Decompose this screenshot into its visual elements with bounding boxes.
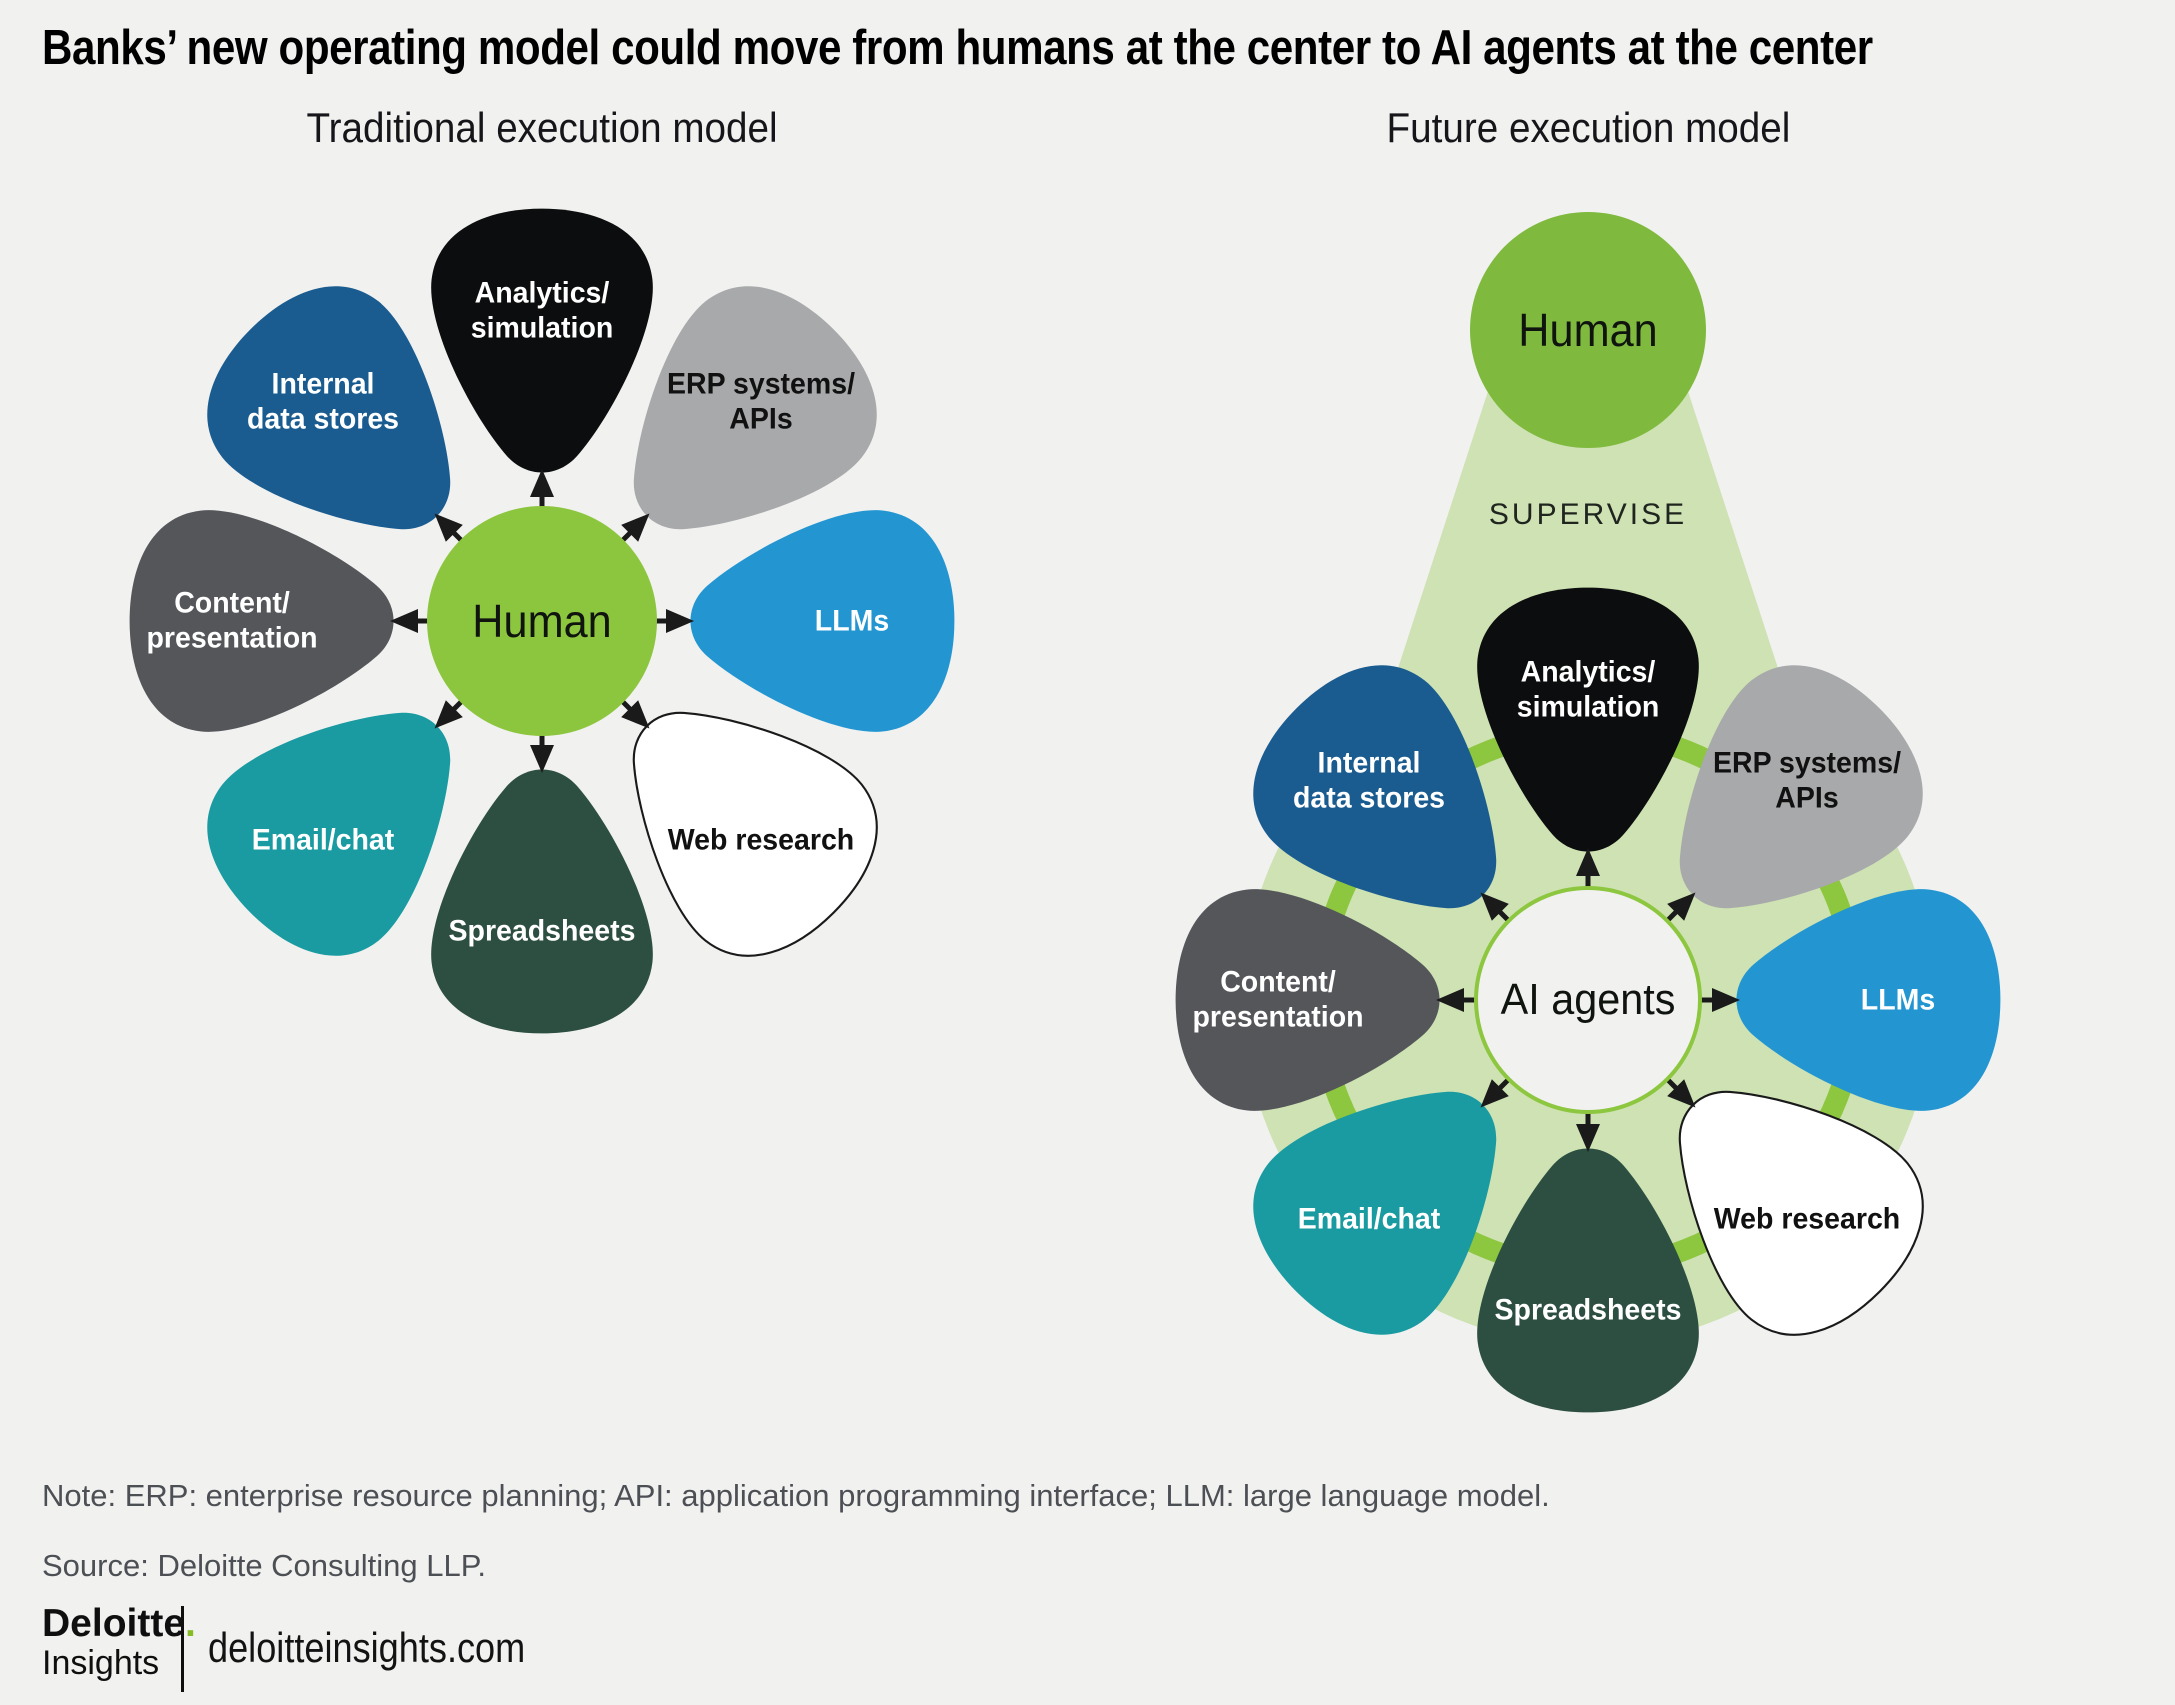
traditional-petal-spreadsheets <box>431 769 653 1034</box>
future-model-diagram: AI agents Analytics/ simulation ERP syst… <box>1148 560 2028 1440</box>
traditional-petal-llms <box>690 510 955 732</box>
deloitte-insights-label: Insights <box>42 1644 160 1682</box>
future-petal-label-llms: LLMs <box>1860 983 1936 1017</box>
future-petal-email-chat <box>1253 1091 1497 1335</box>
website-link[interactable]: deloitteinsights.com <box>208 1624 577 1672</box>
website-link-text: deloitteinsights.com <box>208 1624 526 1671</box>
traditional-petal-internal-data-stores <box>207 286 451 530</box>
traditional-petal-erp-systems-apis <box>633 286 877 530</box>
ai-agents-center-label: AI agents <box>1500 975 1676 1024</box>
future-petal-label-erp-systems-apis: ERP systems/ APIs <box>1712 746 1902 815</box>
source-note: Source: Deloitte Consulting LLP. <box>42 1548 487 1583</box>
ai-agents-center-circle <box>1474 886 1702 1114</box>
traditional-petal-email-chat <box>207 712 451 956</box>
future-petal-analytics-simulation <box>1477 587 1699 852</box>
future-petal-label-internal-data-stores: Internal data stores <box>1292 746 1446 815</box>
traditional-petal-label-spreadsheets: Spreadsheets <box>448 914 636 948</box>
outward-arrows-icon <box>1436 848 1740 1152</box>
future-petal-label-analytics-simulation: Analytics/ simulation <box>1516 655 1660 724</box>
future-petal-internal-data-stores <box>1253 665 1497 909</box>
footnote: Note: ERP: enterprise resource planning;… <box>42 1478 1550 1513</box>
traditional-petal-label-internal-data-stores: Internal data stores <box>246 367 400 436</box>
future-petal-label-spreadsheets: Spreadsheets <box>1494 1293 1682 1327</box>
page-title-text: Banks’ new operating model could move fr… <box>42 21 1873 75</box>
human-center-circle <box>427 506 657 736</box>
traditional-petal-analytics-simulation <box>431 208 653 473</box>
page-title: Banks’ new operating model could move fr… <box>42 20 2171 76</box>
supervising-human-circle <box>1470 212 1706 448</box>
future-petal-content-presentation <box>1175 889 1440 1111</box>
traditional-model-title: Traditional execution model <box>192 104 892 152</box>
traditional-petal-content-presentation <box>129 510 394 732</box>
deloitte-logo-word: Deloitte <box>42 1602 186 1645</box>
traditional-petal-label-llms: LLMs <box>814 604 890 638</box>
future-petal-spreadsheets <box>1477 1148 1699 1413</box>
deloitte-logo: Deloitte. <box>42 1604 196 1643</box>
supervise-label: SUPERVISE <box>1488 498 1688 531</box>
traditional-petal-label-erp-systems-apis: ERP systems/ APIs <box>666 367 856 436</box>
deloitte-logo-dot: . <box>185 1602 196 1645</box>
future-petal-erp-systems-apis <box>1679 665 1923 909</box>
traditional-petal-label-analytics-simulation: Analytics/ simulation <box>470 276 614 345</box>
traditional-model-diagram: Human Analytics/ simulation ERP systems/… <box>102 181 982 1061</box>
human-center-label: Human <box>472 595 612 647</box>
future-model-title: Future execution model <box>1238 104 1938 152</box>
future-petal-llms <box>1736 889 2001 1111</box>
logo-divider <box>181 1606 184 1692</box>
traditional-petal-label-email-chat: Email/chat <box>251 823 395 857</box>
supervising-human-label: Human <box>1518 304 1658 356</box>
future-petal-label-email-chat: Email/chat <box>1297 1202 1441 1236</box>
future-model-title-text: Future execution model <box>1386 104 1790 151</box>
traditional-petal-label-web-research: Web research <box>667 823 855 857</box>
future-petal-label-web-research: Web research <box>1713 1202 1901 1236</box>
traditional-petal-label-content-presentation: Content/ presentation <box>146 586 318 655</box>
future-petal-label-content-presentation: Content/ presentation <box>1192 965 1364 1034</box>
traditional-model-title-text: Traditional execution model <box>306 104 778 151</box>
